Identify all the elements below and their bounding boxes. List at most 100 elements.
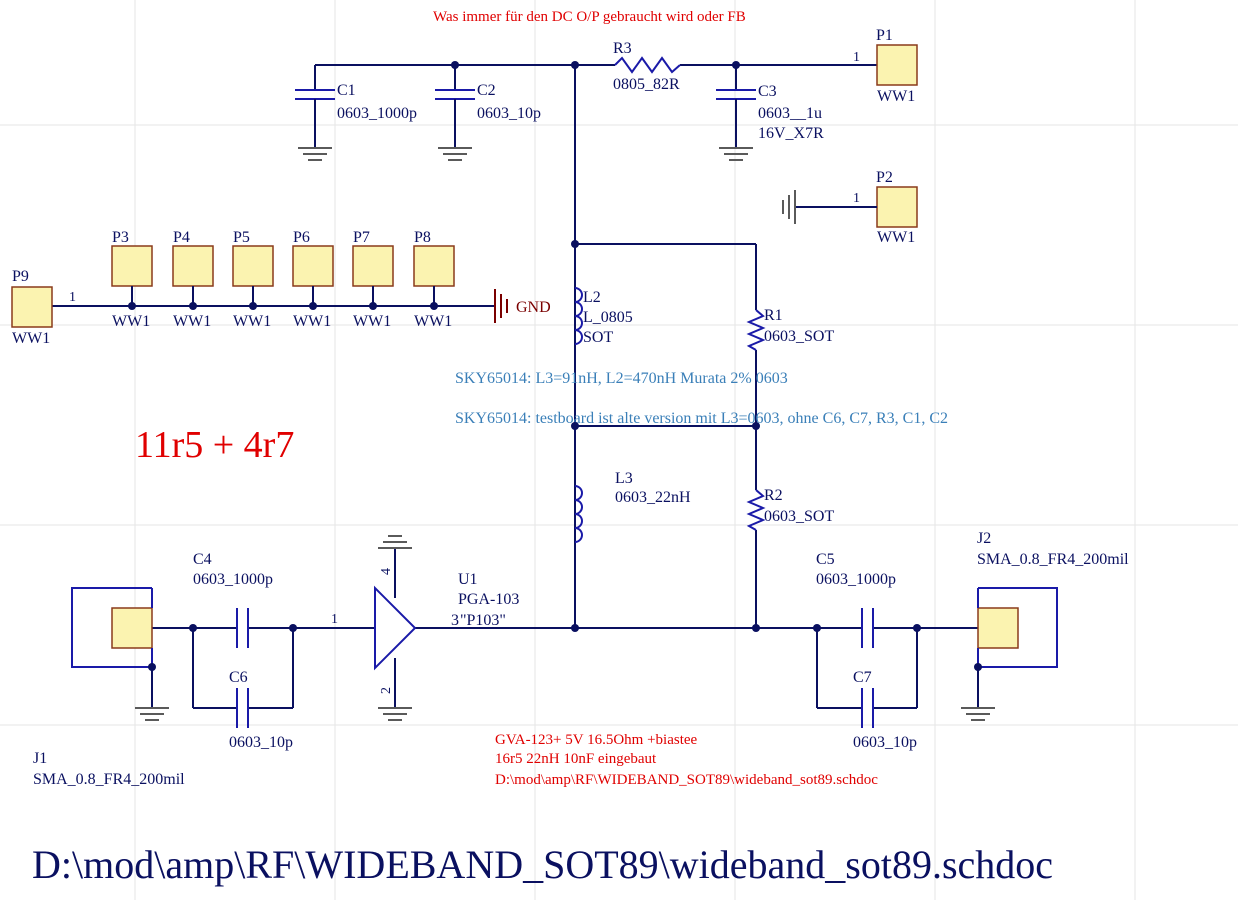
resistor-r3[interactable]: R3 0805_82R <box>613 40 681 93</box>
p2-value: WW1 <box>877 229 915 246</box>
c3-designator: C3 <box>758 83 777 100</box>
r1-designator: R1 <box>764 307 783 324</box>
connector-j2[interactable]: J2 SMA_0.8_FR4_200mil <box>961 530 1129 721</box>
ground-symbol-u1-top <box>378 535 412 549</box>
c5-designator: C5 <box>816 551 835 568</box>
top-note: Was immer für den DC O/P gebraucht wird … <box>433 9 746 25</box>
p7-value: WW1 <box>353 313 391 330</box>
capacitor-c7[interactable]: C7 0603_10p <box>853 669 917 751</box>
p9-pin: 1 <box>69 290 76 305</box>
connector-p6[interactable]: P6 WW1 <box>292 229 334 330</box>
capacitor-c2[interactable]: C2 0603_10p <box>435 65 541 161</box>
r2-value: 0603_SOT <box>764 508 834 525</box>
u1-value: PGA-103 <box>458 591 519 608</box>
ground-symbol-p2 <box>782 190 796 224</box>
c4-designator: C4 <box>193 551 212 568</box>
capacitor-c5[interactable]: C5 0603_1000p <box>816 551 896 648</box>
gnd-net-symbol[interactable]: GND <box>494 289 551 323</box>
l2-value: L_0805 <box>583 309 633 326</box>
footer-path: D:\mod\amp\RF\WIDEBAND_SOT89\wideband_so… <box>32 842 1053 887</box>
c3-value2: 16V_X7R <box>758 125 824 142</box>
j2-value: SMA_0.8_FR4_200mil <box>977 551 1129 568</box>
ground-symbol-c1 <box>298 147 332 161</box>
resistor-note: 11r5 + 4r7 <box>135 424 294 466</box>
p6-designator: P6 <box>293 229 310 246</box>
p8-value: WW1 <box>414 313 452 330</box>
p1-pin: 1 <box>853 50 860 65</box>
sky-note-2: SKY65014: testboard ist alte version mit… <box>455 410 948 427</box>
p3-designator: P3 <box>112 229 129 246</box>
c7-value: 0603_10p <box>853 734 917 751</box>
p2-pin: 1 <box>853 191 860 206</box>
connector-p8[interactable]: P8 WW1 <box>413 229 455 330</box>
p1-value: WW1 <box>877 88 915 105</box>
ground-symbol-j1 <box>135 707 169 721</box>
u1-pin-bottom: 2 <box>379 687 394 694</box>
r3-value: 0805_82R <box>613 76 680 93</box>
p9-value: WW1 <box>12 330 50 347</box>
l3-value: 0603_22nH <box>615 489 691 506</box>
p6-value: WW1 <box>293 313 331 330</box>
inductor-l3[interactable]: L3 0603_22nH <box>574 470 691 543</box>
connector-p2[interactable]: P2 WW1 1 <box>782 169 918 246</box>
p5-value: WW1 <box>233 313 271 330</box>
inductor-l2[interactable]: L2 L_0805 SOT <box>574 287 633 346</box>
connector-j1[interactable]: J1 SMA_0.8_FR4_200mil <box>33 587 185 788</box>
p5-designator: P5 <box>233 229 250 246</box>
rf-junctions <box>189 624 921 632</box>
u1-pin-in: 1 <box>331 612 338 627</box>
p4-value: WW1 <box>173 313 211 330</box>
l3-designator: L3 <box>615 470 633 487</box>
c2-value: 0603_10p <box>477 105 541 122</box>
ground-symbol-c2 <box>438 147 472 161</box>
p2-designator: P2 <box>876 169 893 186</box>
u1-pin-out-label: "P103" <box>460 612 506 629</box>
u1-pin-out: 3 <box>451 612 459 629</box>
u1-pin-top: 4 <box>379 568 394 575</box>
resistor-r2[interactable]: R2 0603_SOT <box>746 487 834 531</box>
bus-junctions <box>128 302 438 310</box>
rf-path-wires[interactable] <box>152 627 978 709</box>
vertical-junctions <box>451 61 760 430</box>
j2-designator: J2 <box>977 530 991 547</box>
j1-designator: J1 <box>33 750 47 767</box>
u1-designator: U1 <box>458 571 478 588</box>
r1-value: 0603_SOT <box>764 328 834 345</box>
gva-note-line-1: GVA-123+ 5V 16.5Ohm +biastee <box>495 732 698 748</box>
gva-note-line-3: D:\mod\amp\RF\WIDEBAND_SOT89\wideband_so… <box>495 772 878 788</box>
r3-designator: R3 <box>613 40 632 57</box>
capacitor-c6[interactable]: C6 0603_10p <box>229 669 293 751</box>
p9-designator: P9 <box>12 268 29 285</box>
j1-value: SMA_0.8_FR4_200mil <box>33 771 185 788</box>
connector-p1[interactable]: P1 WW1 1 <box>853 27 918 105</box>
c2-designator: C2 <box>477 82 496 99</box>
c1-designator: C1 <box>337 82 356 99</box>
p1-designator: P1 <box>876 27 893 44</box>
connector-p5[interactable]: P5 WW1 <box>232 229 274 330</box>
connector-p3[interactable]: P3 WW1 <box>111 229 153 330</box>
c7-designator: C7 <box>853 669 872 686</box>
gva-note-line-2: 16r5 22nH 10nF eingebaut <box>495 751 657 767</box>
p8-designator: P8 <box>414 229 431 246</box>
gnd-net-label: GND <box>516 299 551 316</box>
c4-value: 0603_1000p <box>193 571 273 588</box>
ground-symbol-j2 <box>961 707 995 721</box>
ground-symbol-u1-bottom <box>378 707 412 721</box>
resistor-r1[interactable]: R1 0603_SOT <box>746 307 834 351</box>
c6-designator: C6 <box>229 669 248 686</box>
c1-value: 0603_1000p <box>337 105 417 122</box>
capacitor-c1[interactable]: C1 0603_1000p <box>295 65 417 161</box>
capacitor-c4[interactable]: C4 0603_1000p <box>193 551 273 648</box>
amplifier-u1[interactable]: 4 2 1 3 "P103" U1 PGA-103 <box>331 535 519 721</box>
connector-p7[interactable]: P7 WW1 <box>352 229 394 330</box>
r2-designator: R2 <box>764 487 783 504</box>
top-rail-wires[interactable] <box>315 64 877 628</box>
connector-p4[interactable]: P4 WW1 <box>172 229 214 330</box>
connector-p9[interactable]: P9 WW1 1 <box>11 268 76 347</box>
c5-value: 0603_1000p <box>816 571 896 588</box>
c6-value: 0603_10p <box>229 734 293 751</box>
capacitor-c3[interactable]: C3 0603__1u 16V_X7R <box>716 65 824 161</box>
bias-wires[interactable] <box>575 243 757 628</box>
sky-note-1: SKY65014: L3=91nH, L2=470nH Murata 2% 06… <box>455 370 788 387</box>
